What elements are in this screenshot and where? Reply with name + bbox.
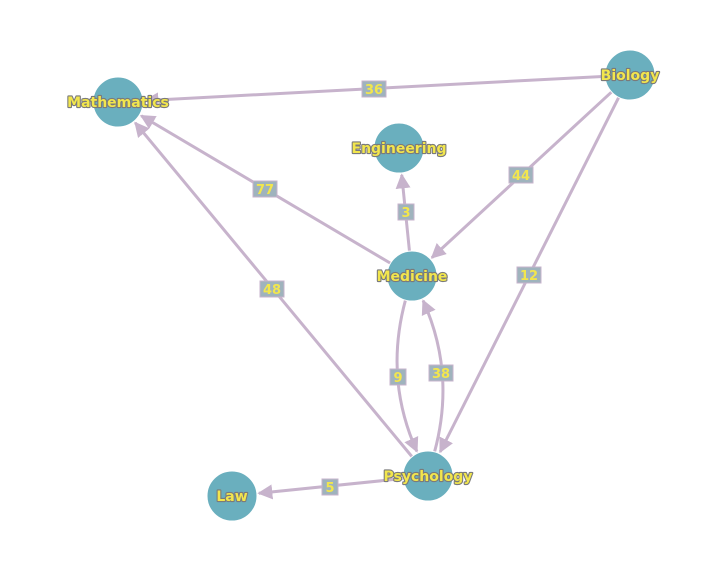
node-law[interactable] (206, 470, 258, 522)
node-label-psychology: Psychology (384, 469, 473, 485)
edge-labels-layer: 36 77 3 44 12 48 9 38 5 (252, 80, 542, 496)
edge-label-box (321, 478, 339, 496)
edge-weight-text: 38 (432, 367, 450, 382)
node-labels-layer: Mathematics BiologyEngineeringMedicinePsy… (66, 67, 660, 506)
edge-weight-text: 77 (256, 183, 274, 198)
edge-label-medicine-to-engineering: 3 (397, 203, 415, 221)
edge-weight-text: 9 (393, 371, 402, 386)
edge-label-box (252, 180, 278, 198)
edge-label-box (508, 166, 534, 184)
edge-label-biology-to-medicine: 44 (508, 166, 534, 184)
node-label-mathematics: Mathematics (67, 95, 169, 111)
edge-label-box (516, 266, 542, 284)
edge-weight-text: 5 (325, 481, 334, 496)
edge-weight-text: 48 (263, 283, 281, 298)
edge-label-biology-to-mathematics: 36 (361, 80, 387, 98)
edge-weight-text: 44 (512, 169, 530, 184)
nodes-layer (92, 49, 656, 522)
edge-label-box (397, 203, 415, 221)
node-label-law: Law (216, 489, 247, 505)
node-mathematics[interactable] (92, 76, 144, 128)
node-label-biology: Biology (601, 68, 660, 84)
edge-weight-text: 12 (520, 269, 538, 284)
edge-weight-text: 3 (401, 206, 410, 221)
edge-label-box (428, 364, 454, 382)
node-label-medicine: Medicine (377, 269, 448, 285)
edge-weight-text: 36 (365, 83, 383, 98)
edge-label-psychology-to-law: 5 (321, 478, 339, 496)
node-medicine[interactable] (386, 250, 438, 302)
node-biology[interactable] (604, 49, 656, 101)
edge-label-box (389, 368, 407, 386)
edge-label-medicine-to-mathematics: 77 (252, 180, 278, 198)
node-psychology[interactable] (402, 450, 454, 502)
edge-label-biology-to-psychology: 12 (516, 266, 542, 284)
node-label-engineering: Engineering (352, 141, 447, 157)
edge-label-box (259, 280, 285, 298)
edge-label-psychology-to-medicine: 38 (428, 364, 454, 382)
edge-label-psychology-to-mathematics: 48 (259, 280, 285, 298)
node-engineering[interactable] (373, 122, 425, 174)
edge-label-medicine-to-psychology: 9 (389, 368, 407, 386)
edge-label-box (361, 80, 387, 98)
